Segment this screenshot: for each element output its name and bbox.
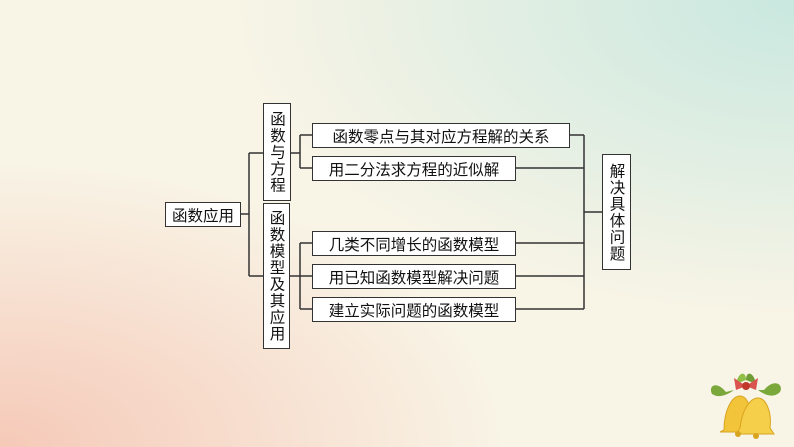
- branch-function-model: 函数模型及其应用: [263, 203, 290, 349]
- item-bisection-method: 用二分法求方程的近似解: [312, 156, 516, 181]
- target-node: 解决具体问题: [602, 154, 631, 270]
- item-growth-models: 几类不同增长的函数模型: [312, 231, 516, 256]
- item-known-models: 用已知函数模型解决问题: [312, 264, 516, 289]
- item-zero-point-relation: 函数零点与其对应方程解的关系: [312, 123, 570, 148]
- item-build-models: 建立实际问题的函数模型: [312, 297, 516, 322]
- branch-function-equation: 函数与方程: [263, 103, 291, 201]
- christmas-bells-icon: [710, 373, 781, 439]
- root-node: 函数应用: [165, 202, 241, 227]
